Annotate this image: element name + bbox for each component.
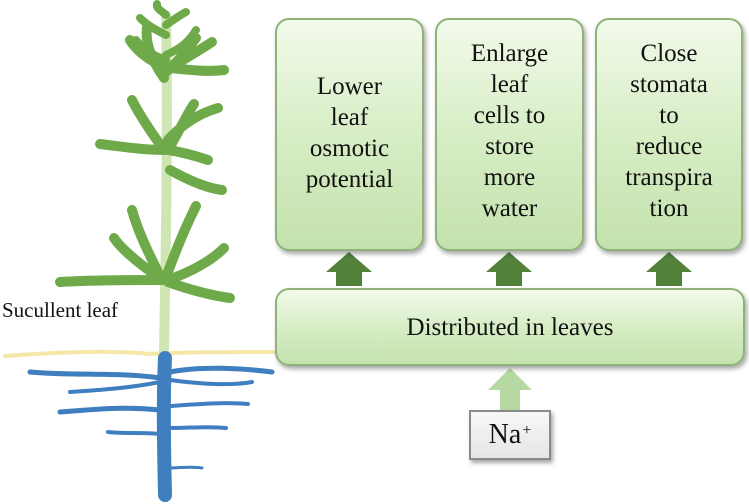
leaf — [163, 103, 223, 145]
leaf — [95, 139, 169, 155]
sodium-ion-box: Na+ — [469, 410, 551, 460]
succulent-leaf-label: Sucullent leaf — [2, 298, 119, 322]
effect-text: Close stomata to reduce transpira tion — [625, 40, 713, 222]
distribution-bar: Distributed in leaves — [275, 288, 745, 366]
effect-box-enlarge-leaf-cells: Enlarge leaf cells to store more water — [435, 18, 584, 251]
ion-symbol: Na — [488, 419, 522, 450]
leaf — [163, 243, 229, 285]
leaf — [141, 23, 169, 83]
arrow-na-to-leaves — [488, 368, 532, 410]
leaf — [127, 205, 165, 281]
succulent-leaves — [55, 23, 235, 303]
distribution-text: Distributed in leaves — [406, 313, 614, 341]
up-arrows-to-effects — [326, 252, 692, 286]
leaf — [165, 63, 229, 76]
arrow-to-effect-1 — [326, 252, 372, 286]
effect-box-lower-osmotic-potential: Lower leaf osmotic potential — [275, 18, 424, 251]
leaf — [125, 35, 169, 71]
effect-text: Lower leaf osmotic potential — [305, 73, 394, 193]
leaf — [163, 277, 235, 303]
leaf — [165, 165, 227, 195]
effect-text: Enlarge leaf cells to store more water — [470, 40, 549, 222]
leaf — [127, 95, 169, 155]
leaf — [55, 275, 167, 287]
arrow-to-effect-3 — [646, 252, 692, 286]
leaf — [163, 201, 201, 277]
arrow-to-effect-2 — [486, 252, 532, 286]
effect-box-close-stomata: Close stomata to reduce transpira tion — [595, 18, 743, 251]
ion-charge: + — [522, 422, 532, 439]
leaf — [163, 145, 213, 165]
roots — [27, 351, 275, 502]
